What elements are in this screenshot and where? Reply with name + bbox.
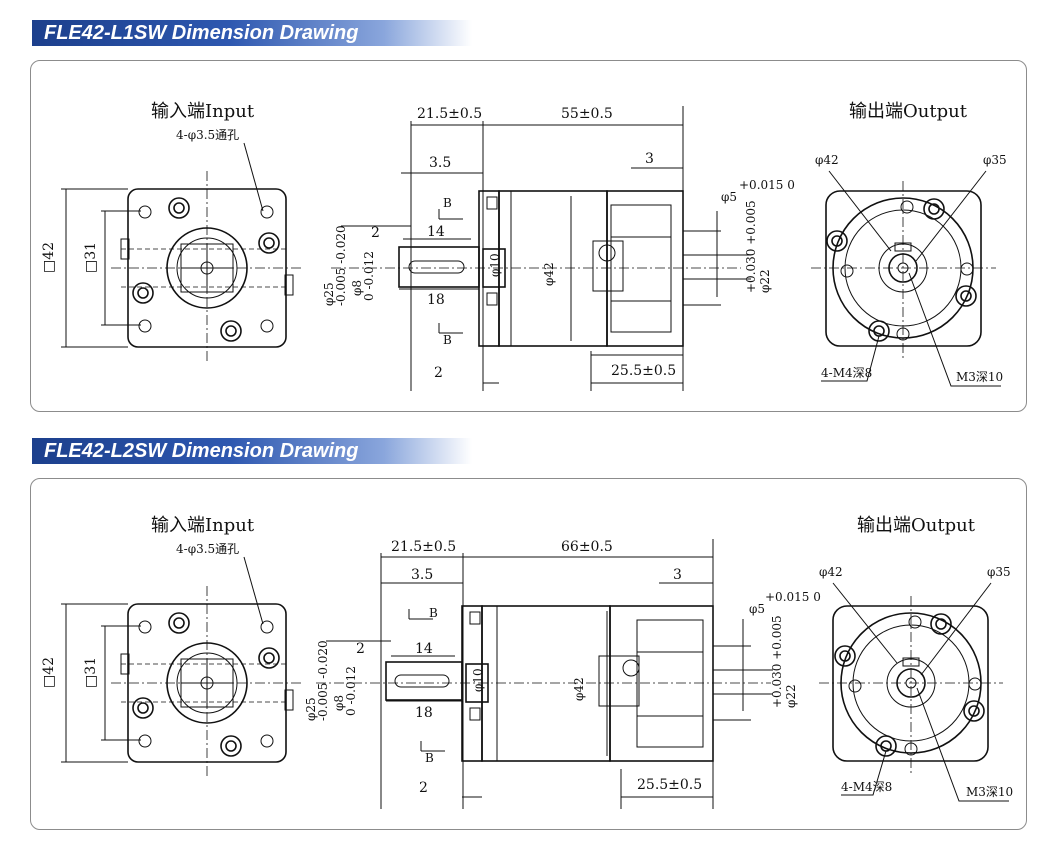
output-d35: φ35 — [983, 153, 1007, 167]
input-hole-label: 4-φ3.5通孔 — [176, 542, 239, 556]
drawing-panel-l2sw: 输入端Input 4-φ3.5通孔 □42 □31 — [30, 478, 1027, 830]
dim-phi10: φ10 — [488, 253, 502, 277]
output-view: 输出端Output φ42 φ35 4-M4深8 M3深10 — [819, 515, 1013, 802]
dim-3: 3 — [645, 151, 654, 167]
dimension-drawing-l1sw: 输入端Input 4-φ3.5通孔 □42 □31 — [41, 101, 1007, 391]
dim-flange: 21.5±0.5 — [417, 106, 482, 122]
drawing-panel-l1sw: 输入端Input 4-φ3.5通孔 □42 □31 — [30, 60, 1027, 412]
dim-25-5: 25.5±0.5 — [637, 777, 702, 793]
dim-phi25: φ25 — [322, 282, 336, 306]
dim-phi8: φ8 — [350, 280, 364, 296]
section-b-bottom: B — [443, 333, 452, 347]
tol-phi22: +0.030 +0.005 — [744, 200, 758, 293]
input-square-outer: □42 — [41, 242, 57, 273]
section-b-top: B — [429, 606, 438, 620]
tol-phi8: 0 -0.012 — [344, 666, 358, 716]
dim-body: 66±0.5 — [561, 539, 613, 555]
section-b-bottom: B — [425, 751, 434, 765]
tol-phi8: 0 -0.012 — [362, 251, 376, 301]
output-view: 输出端Output φ42 φ35 4-M4深8 M3深10 — [811, 101, 1007, 387]
output-m3: M3深10 — [966, 785, 1013, 799]
input-square-inner: □31 — [83, 657, 99, 688]
output-d42: φ42 — [819, 565, 843, 579]
dim-flange: 21.5±0.5 — [391, 539, 456, 555]
tol-phi22: +0.030 +0.005 — [770, 615, 784, 708]
dim-phi22: φ22 — [784, 684, 798, 708]
dim-3: 3 — [673, 567, 682, 583]
input-label: 输入端Input — [151, 101, 255, 122]
output-m4: 4-M4深8 — [841, 780, 892, 794]
side-view: 21.5±0.5 55±0.5 3.5 3 B B 2 14 18 φ25 -0… — [322, 106, 795, 391]
dim-body: 55±0.5 — [561, 106, 613, 122]
tol-phi5: +0.015 0 — [765, 590, 821, 604]
input-square-inner: □31 — [83, 242, 99, 273]
dim-2-top: 2 — [356, 641, 365, 657]
dim-phi25: φ25 — [304, 697, 318, 721]
dim-phi10: φ10 — [471, 668, 485, 692]
dim-phi8: φ8 — [332, 695, 346, 711]
output-m3: M3深10 — [956, 370, 1003, 384]
dim-2-bottom: 2 — [419, 780, 428, 796]
dim-14: 14 — [415, 641, 433, 657]
output-label: 输出端Output — [857, 515, 976, 536]
input-view: 输入端Input 4-φ3.5通孔 □42 □31 — [41, 515, 303, 778]
dim-3-5: 3.5 — [411, 567, 433, 583]
dim-2-bottom: 2 — [434, 365, 443, 381]
section-b-top: B — [443, 196, 452, 210]
output-m4: 4-M4深8 — [821, 366, 872, 380]
tol-phi5: +0.015 0 — [739, 178, 795, 192]
dim-2-top: 2 — [371, 225, 380, 241]
dim-25-5: 25.5±0.5 — [611, 363, 676, 379]
dim-18: 18 — [415, 705, 433, 721]
section-title-l1sw: FLE42-L1SW Dimension Drawing — [32, 20, 472, 46]
input-label: 输入端Input — [151, 515, 255, 536]
dim-3-5: 3.5 — [429, 155, 451, 171]
dim-phi5: φ5 — [721, 190, 737, 204]
dim-phi42: φ42 — [572, 677, 586, 701]
dim-phi42: φ42 — [542, 262, 556, 286]
dim-phi22: φ22 — [758, 269, 772, 293]
dim-18: 18 — [427, 292, 445, 308]
input-square-outer: □42 — [41, 657, 57, 688]
section-title-l2sw: FLE42-L2SW Dimension Drawing — [32, 438, 472, 464]
input-hole-label: 4-φ3.5通孔 — [176, 128, 239, 142]
output-label: 输出端Output — [849, 101, 968, 122]
dimension-drawing-l2sw: 输入端Input 4-φ3.5通孔 □42 □31 — [41, 515, 1013, 809]
tol-phi25: -0.005 -0.020 — [334, 225, 348, 306]
output-d35: φ35 — [987, 565, 1011, 579]
input-view: 输入端Input 4-φ3.5通孔 □42 □31 — [41, 101, 303, 363]
output-d42: φ42 — [815, 153, 839, 167]
side-view: 21.5±0.5 66±0.5 3.5 3 B B 2 14 18 φ25 -0… — [304, 539, 821, 809]
dim-14: 14 — [427, 224, 445, 240]
dim-phi5: φ5 — [749, 602, 765, 616]
tol-phi25: -0.005 -0.020 — [316, 640, 330, 721]
